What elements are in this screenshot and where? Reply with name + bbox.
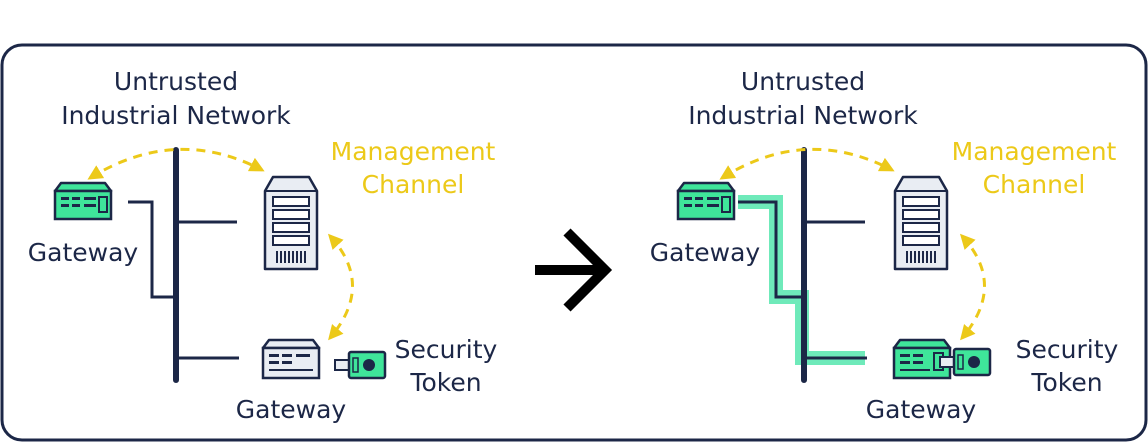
- right-network-label-line2: Industrial Network: [688, 101, 918, 130]
- right-arrow-icon: [535, 228, 613, 312]
- left-mgmt-label-line2: Channel: [362, 170, 465, 199]
- left-gateway-top-label: Gateway: [28, 238, 139, 267]
- diagram-frame: [0, 43, 1148, 442]
- left-gateway-bottom-label: Gateway: [236, 395, 347, 424]
- right-token-label-line1: Security: [1016, 335, 1119, 364]
- left-gateway-top-icon: [53, 181, 113, 221]
- left-mgmt-arc-top: [87, 147, 265, 180]
- left-panel: Untrusted Industrial Network Management …: [28, 67, 498, 424]
- left-network-label-line1: Untrusted: [114, 67, 238, 96]
- right-mgmt-arc-side: [959, 233, 986, 341]
- right-mgmt-label-line1: Management: [952, 137, 1117, 166]
- right-gateway-top-label: Gateway: [650, 238, 761, 267]
- right-panel: Untrusted Industrial Network Management …: [650, 67, 1119, 424]
- right-mgmt-arc-top: [719, 147, 895, 180]
- left-network-label-line2: Industrial Network: [61, 101, 291, 130]
- left-server-icon: [263, 175, 319, 271]
- left-token-label-line1: Security: [395, 335, 498, 364]
- right-network-label-line1: Untrusted: [741, 67, 865, 96]
- left-token-label-line2: Token: [409, 368, 481, 397]
- right-mgmt-label-line2: Channel: [983, 170, 1086, 199]
- left-mgmt-arc-side: [327, 233, 354, 341]
- right-gateway-top-icon: [676, 181, 736, 221]
- right-server-icon: [893, 175, 949, 271]
- left-gateway-bottom-icon: [261, 338, 321, 380]
- right-token-label-line2: Token: [1030, 368, 1102, 397]
- left-security-token-icon: [333, 350, 387, 380]
- right-gateway-top-link: [738, 200, 804, 299]
- left-mgmt-label-line1: Management: [331, 137, 496, 166]
- left-gateway-top-link: [128, 200, 176, 299]
- right-gateway-bottom-label: Gateway: [866, 395, 977, 424]
